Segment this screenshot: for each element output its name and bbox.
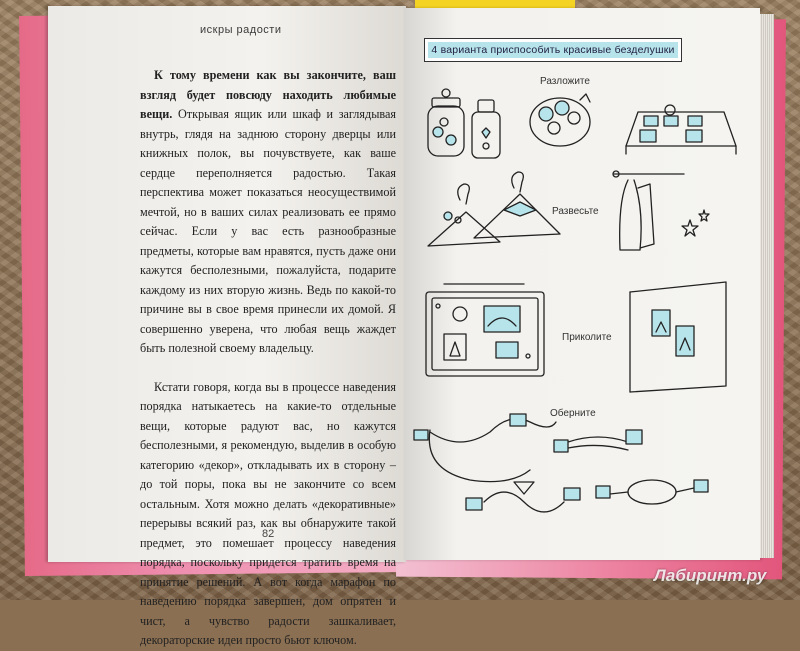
cable-wrap-icon <box>413 413 557 483</box>
running-head: искры радости <box>200 24 282 36</box>
page-number: 82 <box>262 528 275 540</box>
hanger-bow-icon <box>473 171 561 239</box>
drawer-organizer-icon <box>625 104 737 155</box>
caption-hang: Развесьте <box>552 206 599 217</box>
hanger-icon <box>427 183 501 247</box>
section-banner: 4 варианта приспособить красивые безделу… <box>424 38 682 62</box>
body-text: К тому времени как вы закончите, ваш взг… <box>140 66 396 651</box>
bowl-icon <box>529 93 591 147</box>
caption-arrange: Разложите <box>540 76 590 87</box>
paragraph-2: Кстати говоря, когда вы в процессе навед… <box>140 379 396 648</box>
paragraph-1-bold: К тому времени как вы закончите, ваш взг… <box>140 68 396 121</box>
jar-icon <box>427 88 465 157</box>
clothes-rail-icon <box>612 170 710 251</box>
banner-text: 4 варианта приспособить красивые безделу… <box>431 44 675 56</box>
left-page <box>48 6 406 562</box>
cable-tidy-icon <box>595 479 709 505</box>
illustrations <box>413 88 737 513</box>
caption-wrap: Оберните <box>550 408 596 419</box>
paragraph-1: К тому времени как вы закончите, ваш взг… <box>140 66 396 359</box>
bottle-icon <box>471 99 501 159</box>
caption-pin: Приколите <box>562 332 612 343</box>
watermark: Лабиринт.ру <box>654 566 767 585</box>
page-edges <box>760 14 774 558</box>
cable-knot-icon <box>465 481 581 513</box>
corkboard-icon <box>425 283 545 377</box>
door-pictures-icon <box>629 281 727 393</box>
paragraph-1-rest: Открывая ящик или шкаф и заглядывая внут… <box>140 107 396 355</box>
cable-bundle-icon <box>553 429 643 453</box>
